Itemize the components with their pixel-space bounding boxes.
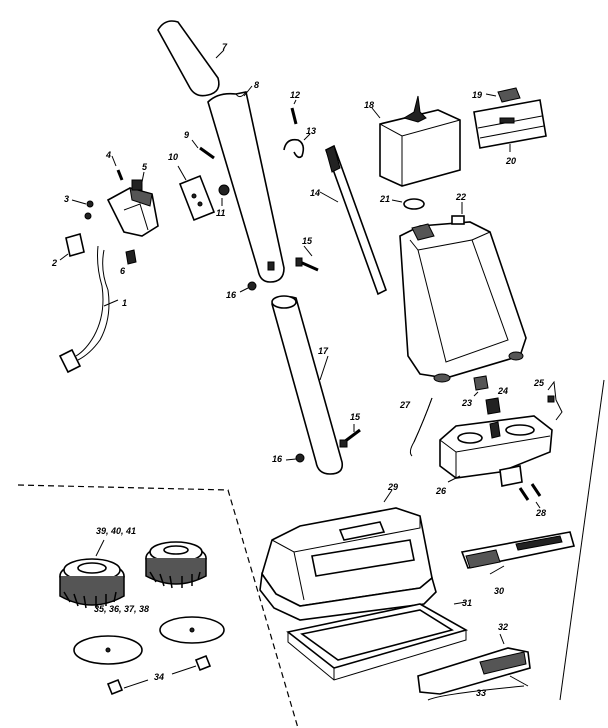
label-8: 8 (254, 80, 259, 90)
label-11: 11 (216, 208, 225, 218)
label-16-upper: 16 (226, 290, 237, 300)
label-16-lower: 16 (272, 454, 283, 464)
label-5: 5 (142, 162, 148, 172)
part-6-grommet (125, 249, 137, 265)
label-19: 19 (472, 90, 482, 100)
label-7: 7 (222, 42, 228, 52)
part-19-label (485, 87, 521, 103)
label-29: 29 (387, 482, 398, 492)
leader-39 (95, 539, 105, 557)
right-edge-line (559, 379, 605, 701)
part-9-screw (191, 139, 215, 160)
label-4: 4 (105, 150, 111, 160)
part-16-nut-upper (239, 281, 257, 293)
label-23: 23 (461, 398, 472, 408)
part-27-hose (409, 397, 433, 457)
label-32: 32 (498, 622, 508, 632)
label-22: 22 (455, 192, 466, 202)
part-32-squeegee (417, 633, 531, 695)
part-28-screws (518, 483, 542, 509)
part-17-lower-handle-tube (271, 295, 344, 475)
label-35-38: 35, 36, 37, 38 (94, 604, 149, 614)
label-27: 27 (399, 400, 411, 410)
label-21: 21 (379, 194, 390, 204)
part-15-screw-upper (295, 245, 319, 272)
label-39-41: 39, 40, 41 (96, 526, 136, 536)
part-30-brush-strip (460, 531, 576, 575)
part-18-top-cover (371, 95, 461, 187)
label-20: 20 (505, 156, 516, 166)
part-24-valve (485, 397, 501, 415)
part-20-nameplate (473, 99, 547, 152)
part-4-screw (111, 155, 124, 181)
part-25-spring-clip (547, 380, 563, 421)
part-11-nut (218, 184, 230, 206)
part-21-cap (391, 198, 425, 210)
label-18: 18 (364, 100, 374, 110)
part-1-power-cord (58, 245, 119, 374)
part-22-solution-tank (399, 202, 527, 383)
label-12: 12 (290, 90, 300, 100)
label-6: 6 (120, 266, 126, 276)
label-3: 3 (64, 194, 69, 204)
label-33: 33 (476, 688, 486, 698)
label-1: 1 (122, 298, 127, 308)
part-35-pad-left (73, 635, 143, 665)
label-28: 28 (535, 508, 546, 518)
label-13: 13 (306, 126, 316, 136)
label-2: 2 (51, 258, 57, 268)
part-7-handle-grip (157, 20, 225, 97)
label-15-upper: 15 (302, 236, 313, 246)
part-29-base-housing (259, 489, 437, 621)
part-39-brush-left (59, 558, 125, 609)
part-13-cord-clip (283, 133, 311, 159)
label-31: 31 (462, 598, 472, 608)
label-34: 34 (154, 672, 164, 682)
part-33-strip-edge (427, 675, 529, 701)
label-30: 30 (494, 586, 504, 596)
part-31-gasket (286, 601, 469, 681)
part-2-switch (59, 232, 85, 261)
part-40-brush-right (145, 541, 207, 589)
label-26: 26 (435, 486, 447, 496)
label-24: 24 (497, 386, 508, 396)
part-8-upper-handle-tube (207, 85, 285, 283)
label-25: 25 (533, 378, 545, 388)
part-14-rod (319, 144, 387, 296)
part-34-pad-holders (106, 654, 212, 696)
part-26-pump-housing (439, 415, 553, 487)
part-16-nut-lower (285, 453, 305, 463)
part-36-pad-right (159, 616, 225, 644)
accessory-section-boundary (17, 484, 299, 728)
part-15-screw-lower (339, 424, 361, 448)
part-3-screws (71, 199, 94, 220)
label-14: 14 (310, 188, 320, 198)
part-5-bracket (106, 171, 159, 237)
part-10-plate (177, 165, 216, 222)
label-17: 17 (318, 346, 329, 356)
label-15-lower: 15 (350, 412, 361, 422)
part-12-screw (290, 99, 298, 125)
part-23-fitting (473, 375, 489, 397)
label-10: 10 (168, 152, 178, 162)
label-9: 9 (184, 130, 189, 140)
